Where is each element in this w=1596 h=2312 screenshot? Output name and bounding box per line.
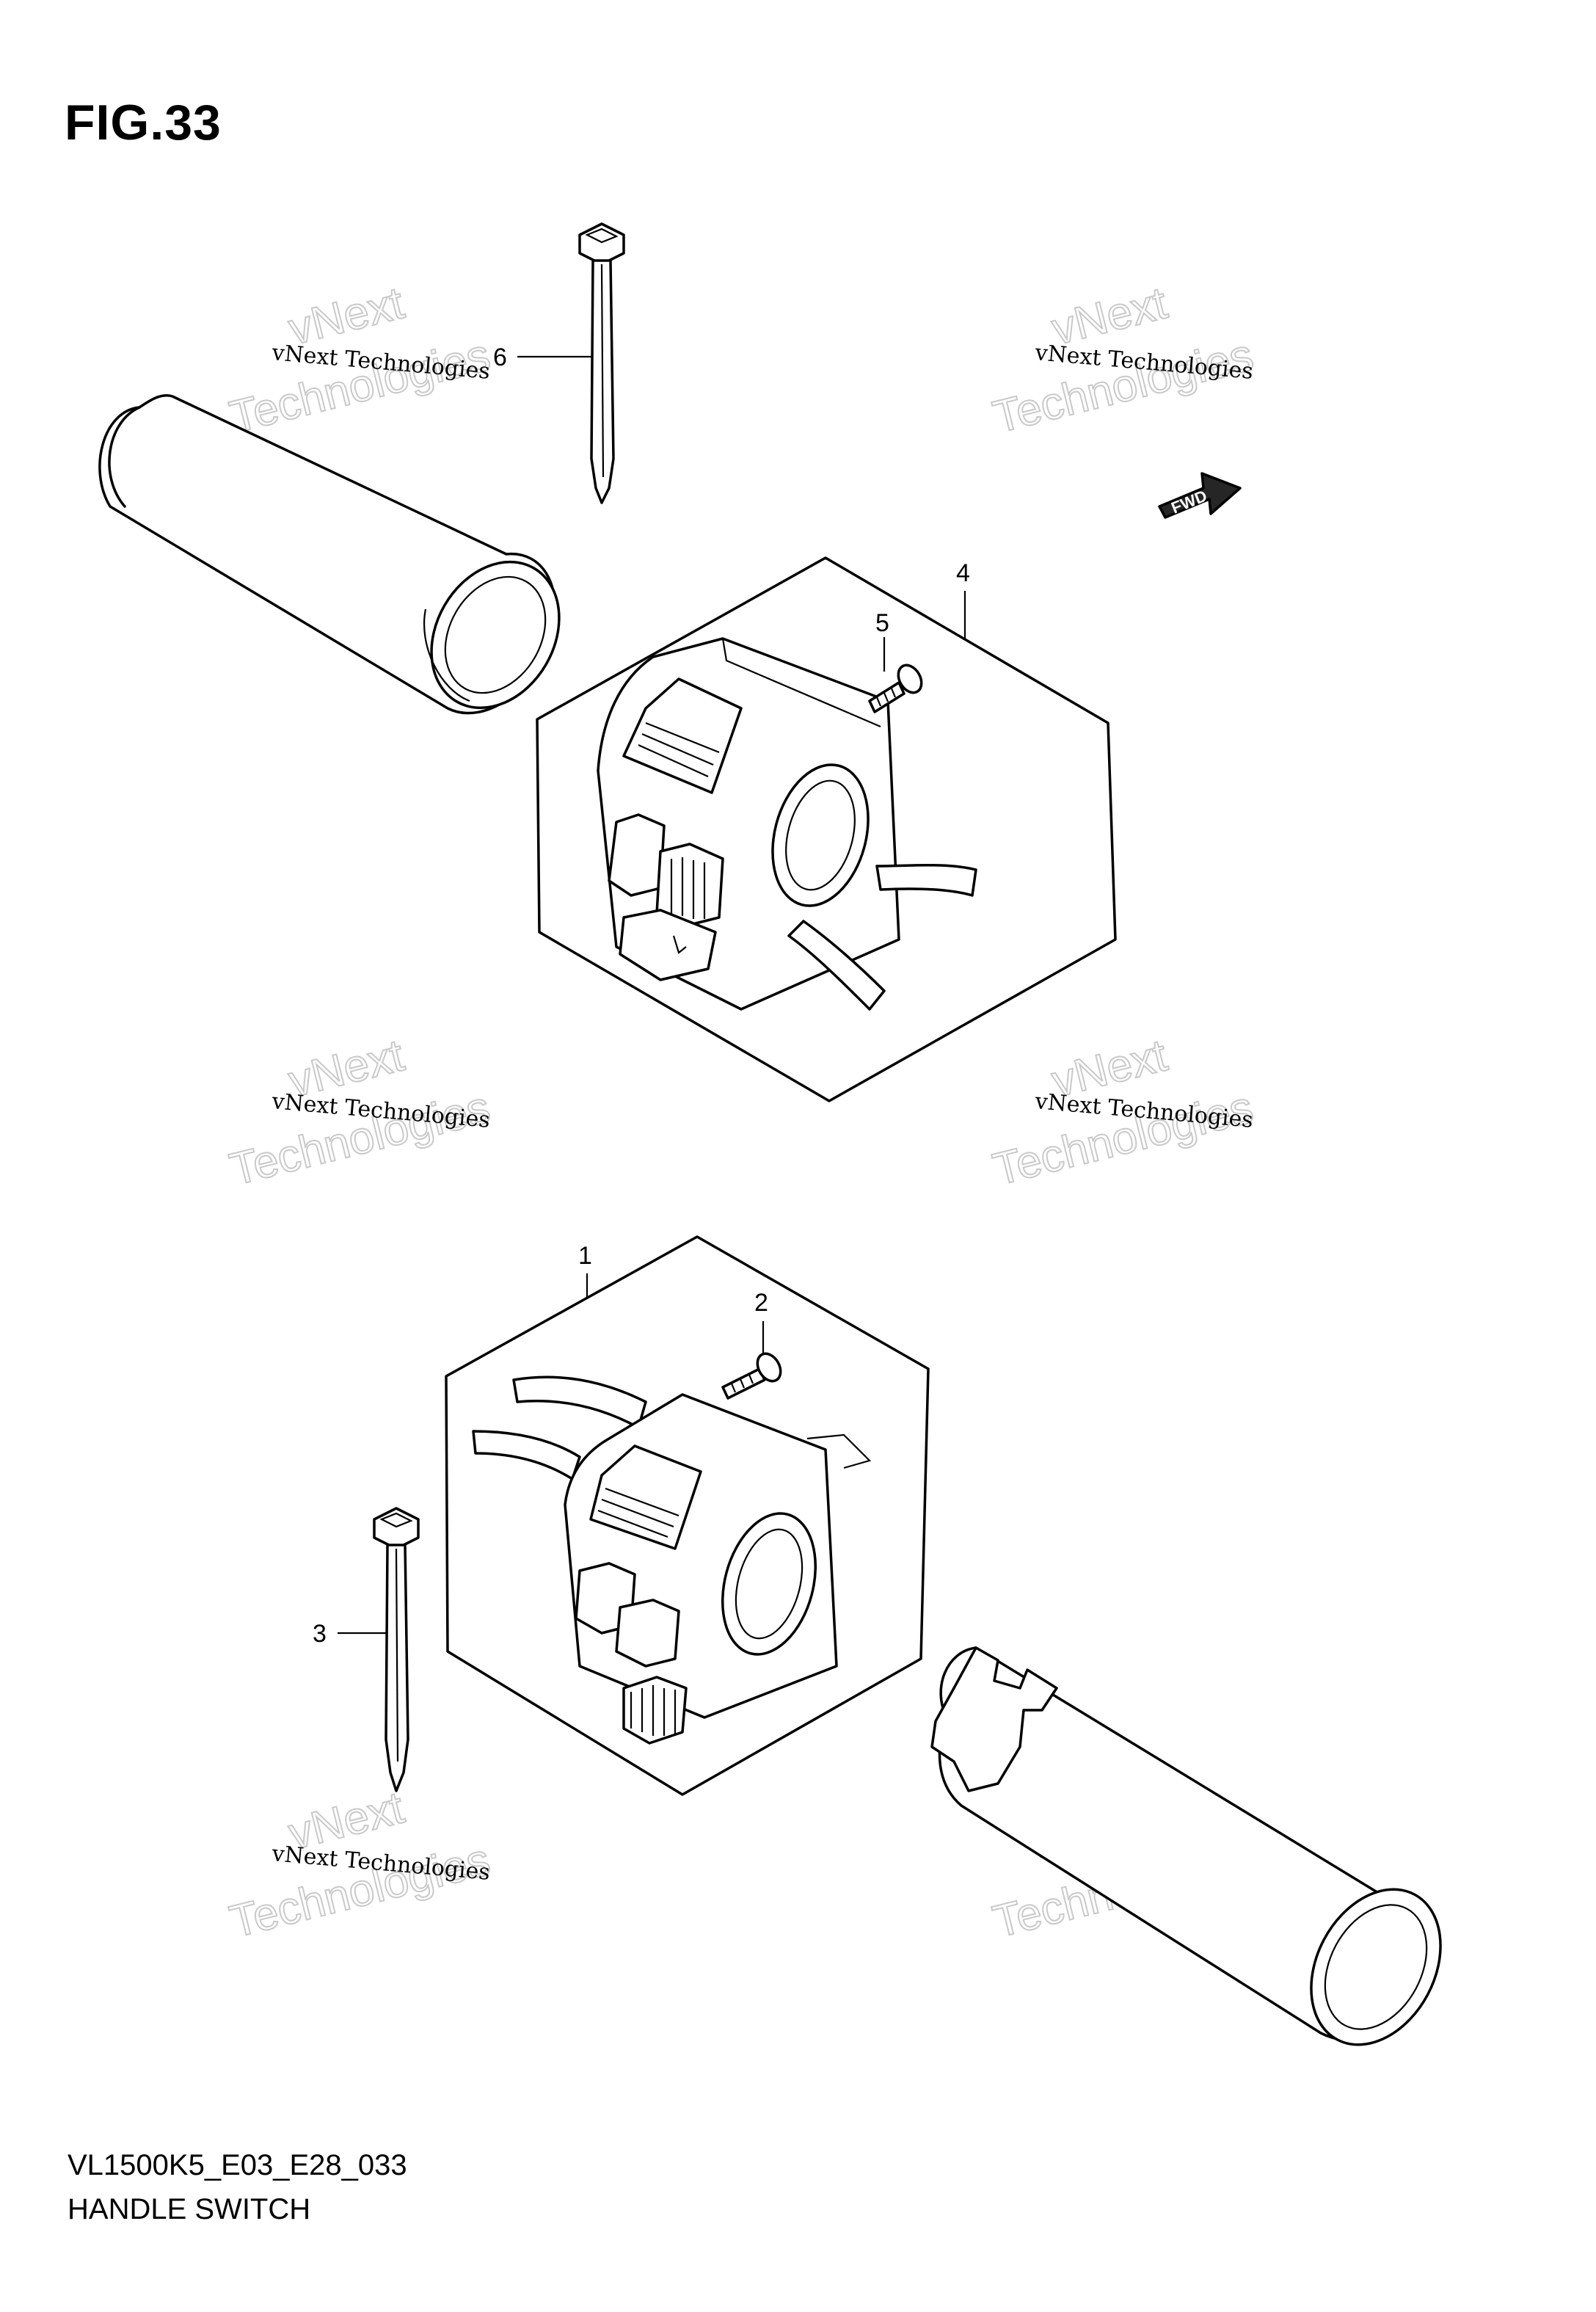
assembly-outline-part-4 [536, 556, 1117, 1102]
figure-name: HANDLE SWITCH [68, 2193, 311, 2225]
left-handlebar-grip [98, 394, 561, 715]
figure-title: FIG.33 [65, 95, 222, 150]
assembly-outline-part-1 [445, 1235, 930, 1796]
watermark-bottom-left: vNext Technologies vNext Technologies [225, 1781, 496, 1948]
callout-label-5: 5 [875, 609, 889, 637]
screw-part-5 [868, 664, 923, 713]
callout-label-4: 4 [956, 559, 970, 587]
fwd-direction-arrow: FWD [1158, 472, 1242, 519]
model-code: VL1500K5_E03_E28_033 [68, 2149, 407, 2181]
svg-text:Technologies: Technologies [225, 330, 495, 443]
left-handlebar-switch-housing [597, 637, 977, 1011]
callout-label-6: 6 [493, 343, 507, 371]
svg-text:FWD: FWD [1169, 487, 1210, 517]
cable-tie-part-6 [578, 222, 625, 504]
watermark-top-right: vNext Technologies vNext Technologies [988, 277, 1259, 443]
right-handlebar-switch-housing [472, 1375, 872, 1745]
screw-part-2 [721, 1352, 782, 1400]
watermark-top-left: vNext Technologies vNext Technologies [225, 277, 496, 443]
right-throttle-grip [930, 1646, 1442, 2046]
callout-label-2: 2 [754, 1289, 768, 1317]
callout-label-1: 1 [578, 1242, 592, 1270]
watermark-mid-left: vNext Technologies vNext Technologies [225, 1029, 496, 1196]
svg-text:Technologies: Technologies [988, 330, 1258, 443]
callout-label-3: 3 [313, 1620, 327, 1648]
cable-tie-part-3 [373, 1507, 420, 1792]
watermark-mid-right: vNext Technologies vNext Technologies [988, 1029, 1259, 1196]
